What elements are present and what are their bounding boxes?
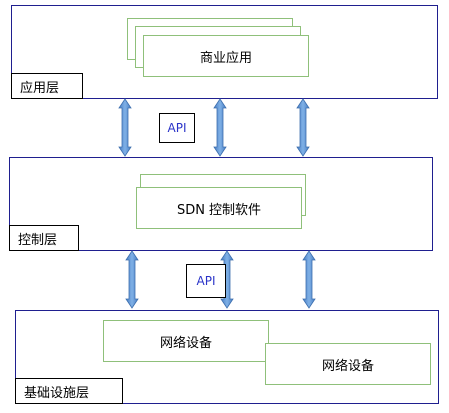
lower-api-label: API <box>186 264 226 298</box>
arrow-app-control-2 <box>213 98 227 157</box>
network-device-box-2: 网络设备 <box>265 343 431 385</box>
upper-api-label: API <box>159 113 195 143</box>
control-layer-label: 控制层 <box>9 225 79 251</box>
business-app-box: 商业应用 <box>143 35 309 77</box>
sdn-controller-box: SDN 控制软件 <box>136 187 302 229</box>
network-device-box-1: 网络设备 <box>103 320 269 362</box>
application-layer-label: 应用层 <box>11 73 83 99</box>
arrow-app-control-1 <box>118 98 132 157</box>
arrow-app-control-3 <box>296 98 310 157</box>
infrastructure-layer-label: 基础设施层 <box>15 378 123 404</box>
arrow-control-infra-3 <box>302 250 316 309</box>
arrow-control-infra-1 <box>125 250 139 309</box>
